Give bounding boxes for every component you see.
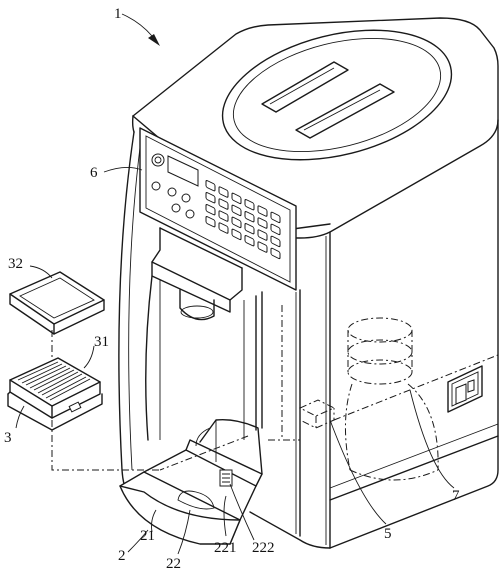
label-control-panel: 6 xyxy=(90,165,98,181)
label-tray-part-222: 222 xyxy=(252,540,275,556)
label-sensor: 5 xyxy=(384,526,392,542)
drip-tray xyxy=(119,418,263,545)
label-tray-front-wall: 21 xyxy=(140,528,155,544)
label-drip-tray: 2 xyxy=(118,548,126,564)
label-tray-inner: 22 xyxy=(166,556,181,572)
label-tray-part-221: 221 xyxy=(214,540,237,556)
label-machine: 1 xyxy=(114,6,122,22)
tank-lid xyxy=(221,29,453,161)
filter-cover xyxy=(9,271,105,335)
assembly-lines xyxy=(51,305,499,471)
machine-body xyxy=(118,17,499,549)
label-filter: 3 xyxy=(4,430,12,446)
leader-lines xyxy=(15,13,455,555)
label-filter-top: 31 xyxy=(94,334,109,350)
control-panel xyxy=(139,127,297,291)
label-filter-cover: 32 xyxy=(8,256,23,272)
water-tank-hidden xyxy=(298,317,439,481)
power-socket xyxy=(447,365,483,413)
label-water-tank: 7 xyxy=(452,488,460,504)
reference-labels: 1 6 32 31 3 21 2 22 221 222 5 7 xyxy=(4,6,460,572)
filter-cartridge xyxy=(7,357,103,431)
dispenser-head xyxy=(145,227,263,441)
